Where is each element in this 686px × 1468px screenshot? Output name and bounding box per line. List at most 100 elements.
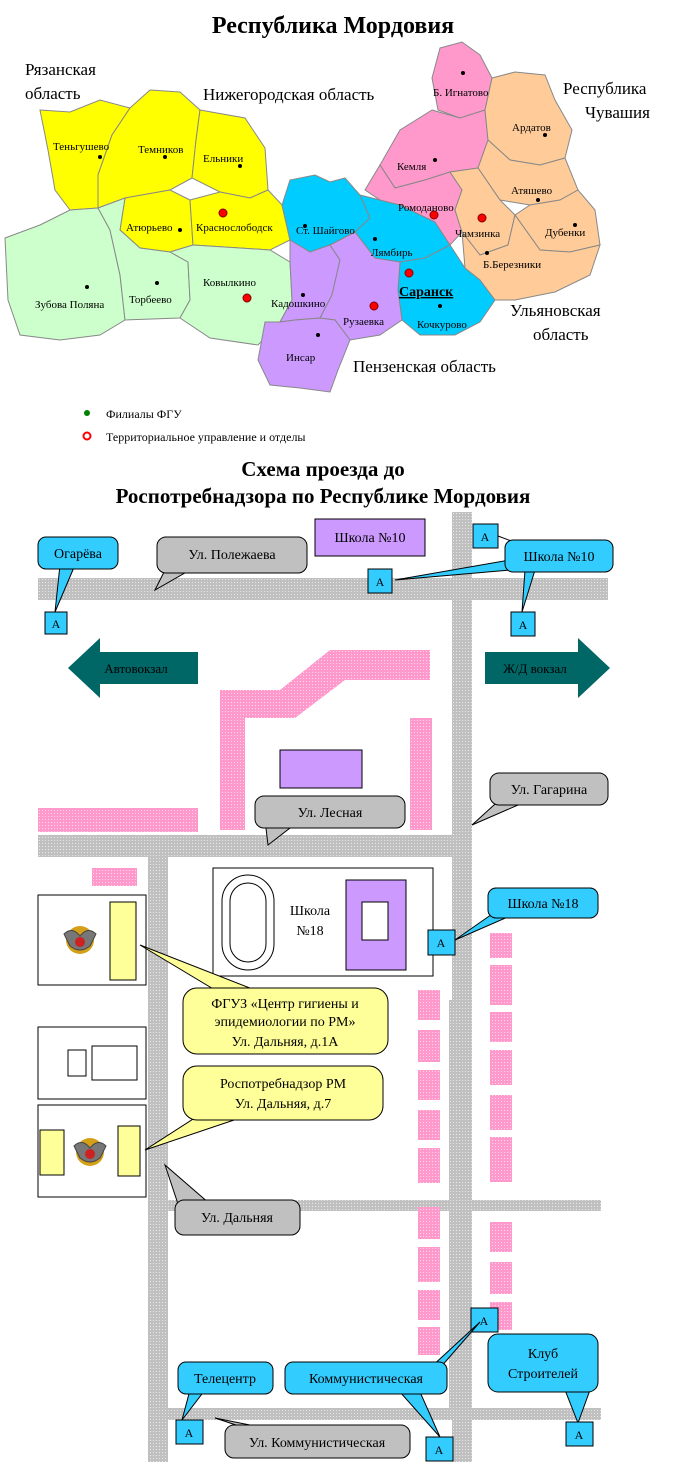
town-chamzinka: Чамзинка — [455, 228, 500, 240]
stop-letter: А — [376, 575, 385, 589]
stop-school10-label: Школа №10 — [523, 550, 594, 565]
label-penza: Пензенская область — [353, 357, 496, 376]
town-kochkurovo: Кочкурово — [417, 319, 467, 331]
town-lyambir: Лямбирь — [371, 247, 412, 259]
legend-red-dot — [82, 431, 92, 441]
label-chuvash-1: Республика — [563, 79, 647, 98]
road-side-east — [449, 1000, 457, 1420]
label-ryazan-2: область — [25, 84, 81, 103]
street-kommunisticheskaya-callout: Ул. Коммунистическая — [214, 1417, 411, 1459]
road-kommunisticheskaya — [168, 1408, 601, 1420]
pink-buildings — [38, 650, 512, 1355]
stop-letter: А — [480, 1314, 489, 1328]
scheme-title-1: Схема проезда до — [241, 457, 405, 481]
legend-territorial: Территориальное управление и отделы — [106, 430, 306, 444]
violet-block-center — [279, 749, 363, 789]
town-dubenki: Дубенки — [545, 227, 585, 239]
other-building — [37, 1026, 147, 1100]
stop-letter: А — [519, 618, 528, 632]
rospotreb-line1: Роспотребнадзор РМ — [220, 1077, 347, 1092]
road-polezhaeva — [38, 578, 608, 600]
town-saransk: Саранск — [399, 285, 454, 300]
arrow-railway-station-label: Ж/Д вокзал — [503, 661, 567, 676]
stop-klub-stroiteley[interactable]: Клуб Строителей А — [487, 1333, 599, 1447]
street-polezhaeva-callout: Ул. Полежаева — [153, 536, 308, 592]
label-ulyanovsk-1: Ульяновская — [510, 301, 601, 320]
town-ardatov: Ардатов — [512, 122, 551, 134]
scheme: Схема проезда до Роспотребнадзора по Рес… — [37, 457, 614, 1462]
town-insar: Инсар — [286, 352, 316, 364]
street-gagarina: Ул. Гагарина — [511, 783, 588, 798]
label-nizhny: Нижегородская область — [203, 85, 375, 104]
school10-label: Школа №10 — [334, 531, 405, 546]
rospotreb-callout: Роспотребнадзор РМ Ул. Дальняя, д.7 — [144, 1065, 384, 1151]
stop-letter: А — [481, 530, 490, 544]
stop-school18-label: Школа №18 — [507, 897, 578, 912]
district-b-bereznyaki[interactable] — [461, 213, 601, 301]
street-polezhaeva: Ул. Полежаева — [188, 548, 276, 563]
roads — [38, 512, 608, 1462]
territorial-markers — [218, 208, 487, 311]
town-b-bereznyaki: Б.Березники — [483, 259, 541, 271]
stop-school10[interactable]: А Школа №10 А А — [367, 523, 614, 637]
town-ruzaevka: Рузаевка — [343, 316, 384, 328]
street-lesnaya-callout: Ул. Лесная — [254, 795, 406, 846]
fguz-line3: Ул. Дальняя, д.1А — [232, 1035, 340, 1050]
stop-kommunisticheskaya[interactable]: Коммунистическая А — [284, 1321, 481, 1462]
fguz-callout: ФГУЗ «Центр гигиены и эпидемиологии по Р… — [139, 944, 389, 1055]
stop-letter: А — [437, 936, 446, 950]
stop-kommunisticheskaya-label: Коммунистическая — [309, 1372, 424, 1387]
arrow-bus-station: Автовокзал — [68, 638, 198, 698]
stop-letter: А — [52, 617, 61, 631]
district-zubova-polyana[interactable] — [4, 207, 126, 341]
stop-telecenter[interactable]: Телецентр А — [175, 1361, 274, 1445]
school10-building: Школа №10 — [314, 518, 426, 557]
town-kovylkino: Ковылкино — [203, 277, 256, 289]
street-dalnyaya-callout: Ул. Дальняя — [163, 1163, 301, 1236]
fguz-line1: ФГУЗ «Центр гигиены и — [211, 997, 359, 1012]
label-ulyanovsk-2: область — [533, 325, 589, 344]
school18-label-2: №18 — [296, 924, 323, 939]
eagle-emblem-icon — [63, 926, 97, 954]
stop-school18-marker[interactable] — [427, 929, 456, 956]
scheme-title-2: Роспотребнадзора по Республике Мордовия — [116, 484, 531, 508]
stop-kommunisticheskaya-marker[interactable] — [425, 1436, 454, 1462]
stop-school18[interactable]: Школа №18 А — [427, 887, 599, 956]
rospotreb-building — [37, 1104, 147, 1198]
town-krasnoslobodsk: Краснослободск — [196, 222, 273, 234]
town-tengushevo: Теньгушево — [53, 141, 110, 153]
district-insar[interactable] — [257, 317, 351, 393]
school18-label-1: Школа — [290, 904, 331, 919]
stop-klub-marker[interactable] — [565, 1421, 594, 1447]
stop-kommunisticheskaya-north[interactable]: А — [470, 1307, 499, 1333]
town-torbeevo: Торбеево — [129, 294, 172, 306]
stop-telecenter-label: Телецентр — [194, 1372, 256, 1387]
stop-north-marker[interactable] — [470, 1307, 499, 1333]
fguz-line2: эпидемиологии по РМ» — [215, 1015, 356, 1030]
road-lesnaya — [38, 835, 463, 857]
street-gagarina-callout: Ул. Гагарина — [471, 772, 609, 826]
stop-ogareva[interactable]: Огарёва А — [37, 536, 119, 635]
town-kadoshkino: Кадошкино — [271, 298, 326, 310]
stop-telecenter-marker[interactable] — [175, 1419, 204, 1445]
school18-block: Школа №18 — [212, 867, 434, 977]
district-ruzaevka[interactable] — [319, 231, 403, 341]
arrow-bus-station-label: Автовокзал — [104, 661, 168, 676]
stop-ogareva-marker[interactable] — [44, 611, 68, 635]
fguz-building — [37, 894, 147, 986]
stop-ogareva-label: Огарёва — [54, 547, 103, 562]
stop-school10-marker-right[interactable] — [510, 611, 536, 637]
road-cross-1 — [168, 1200, 601, 1211]
town-elniki: Ельники — [203, 153, 243, 165]
street-dalnyaya: Ул. Дальняя — [201, 1211, 274, 1226]
district-krasnoslobodsk[interactable] — [189, 189, 291, 251]
stop-school10-marker-mid[interactable] — [367, 568, 393, 594]
road-dalnyaya — [148, 845, 168, 1462]
district-temnikov[interactable] — [97, 89, 201, 209]
legend-green-dot — [84, 410, 90, 416]
legend-branches: Филиалы ФГУ — [106, 407, 182, 421]
stop-letter: А — [185, 1426, 194, 1440]
district-b-ignatovo[interactable] — [431, 41, 493, 119]
town-st-shaygovo: Ст. Шайгово — [296, 225, 355, 237]
town-atyashevo: Атяшево — [511, 185, 553, 197]
